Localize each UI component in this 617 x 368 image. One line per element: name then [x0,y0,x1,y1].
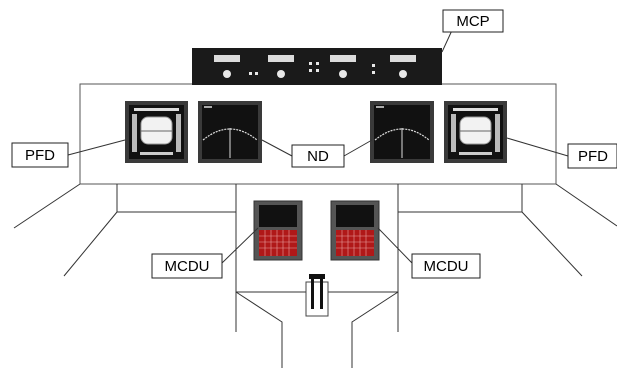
label-pfd-left: PFD [25,147,55,164]
label-box [442,9,504,33]
callout-pfd-right: PFD [567,143,617,169]
leader-line-nd-right [343,139,373,157]
mcp-window [214,55,240,62]
mcp-panel [192,48,442,85]
nd-compass-arc [374,128,430,141]
pfd-altitude-tape [176,114,181,152]
label-box [11,142,69,168]
mcp-button [372,64,375,67]
pedestal-lower-right [351,291,399,368]
label-mcdu-left: MCDU [165,258,210,275]
mcp-knob [223,70,231,78]
pfd-altitude-tape [495,114,500,152]
callout-mcdu-left: MCDU [151,253,223,279]
left-lower-shelf [116,184,236,213]
mcp-button [372,71,375,74]
mcp-window [268,55,294,62]
left-side-wall-upper [13,183,81,229]
nd-text-readout [204,106,212,108]
callout-mcp: MCP [442,9,504,33]
mcp-button [316,69,319,72]
nd-display-right [370,101,434,163]
callout-pfd-left: PFD [11,142,69,168]
label-pfd-right: PFD [578,148,608,165]
throttle-lever-right [320,279,323,309]
mcdu-screen [336,205,374,227]
nd-text-readout [376,106,384,108]
label-box [411,253,481,279]
mcp-body [192,48,442,85]
throttle-housing [305,281,329,317]
nd-compass-arc [202,128,258,141]
mcp-button [309,62,312,65]
pfd-display-right [444,101,507,163]
label-box [151,253,223,279]
pedestal-lower-left [235,291,283,368]
mcp-button [316,62,319,65]
leader-lines [67,25,569,264]
throttle-handle [309,274,325,279]
mcp-knob [399,70,407,78]
label-box [567,143,617,169]
mcp-button [249,72,252,75]
pfd-heading-scale [459,152,492,155]
mcdu-screen [259,205,297,227]
pfd-speed-tape [451,114,456,152]
leader-line-mcdu-right [377,227,413,264]
leader-line-pfd-right [506,137,569,157]
right-lower-shelf [398,184,523,213]
left-side-wall-lower [63,211,118,277]
mcp-window [390,55,416,62]
mcp-window [330,55,356,62]
pfd-annunciator-row [453,108,498,111]
leader-line-pfd-left [67,139,126,156]
mcp-knob [339,70,347,78]
throttle-lever-left [311,279,314,309]
throttle-quadrant [305,274,329,317]
right-side-wall-upper [555,183,617,227]
mcdu-keypad [259,230,297,256]
mcdu-keypad [336,230,374,256]
leader-line-nd-left [261,139,293,157]
nd-display-left [198,101,262,163]
pfd-annunciator-row [134,108,179,111]
callout-mcdu-right: MCDU [411,253,481,279]
mcdu-key-grid [336,230,374,256]
label-mcp: MCP [456,13,489,30]
pfd-speed-tape [132,114,137,152]
label-nd: ND [307,148,329,165]
label-mcdu-right: MCDU [424,258,469,275]
callout-nd: ND [291,144,345,168]
label-box [291,144,345,168]
pfd-display-left [125,101,188,163]
cockpit-structure [13,83,617,368]
mcdu-unit-left [253,200,303,261]
mcdu-key-grid [259,230,297,256]
mcdu-unit-right [330,200,380,261]
mcp-button [309,69,312,72]
leader-line-mcdu-left [221,227,259,264]
mcp-button [255,72,258,75]
right-side-wall-lower [521,211,583,277]
mcp-knob [277,70,285,78]
pfd-heading-scale [140,152,173,155]
